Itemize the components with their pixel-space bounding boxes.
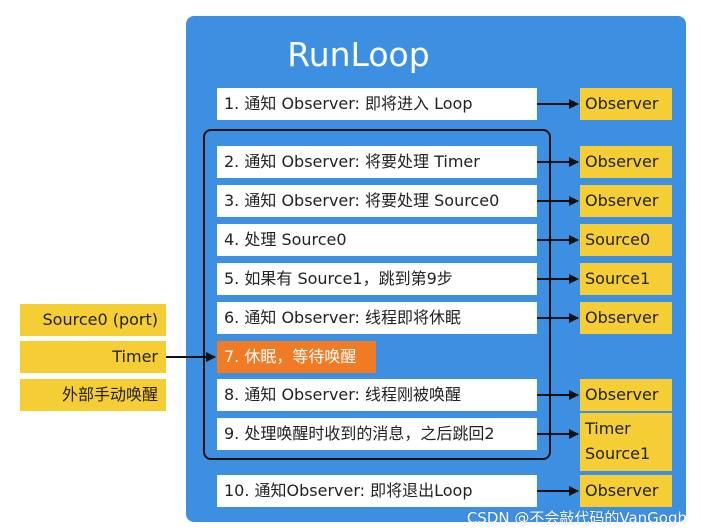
step-1-box: 1. 通知 Observer: 即将进入 Loop bbox=[217, 88, 537, 120]
step-8-box: 8. 通知 Observer: 线程刚被唤醒 bbox=[217, 379, 537, 411]
step-5-box: 5. 如果有 Source1，跳到第9步 bbox=[217, 263, 537, 295]
output-timer-source1: Timer Source1 bbox=[580, 413, 672, 471]
step-4-box: 4. 处理 Source0 bbox=[217, 224, 537, 256]
step-6-box: 6. 通知 Observer: 线程即将休眠 bbox=[217, 302, 537, 334]
output-source0: Source0 bbox=[580, 224, 672, 256]
diagram-title: RunLoop bbox=[287, 35, 430, 74]
wake-source-manual: 外部手动唤醒 bbox=[20, 379, 166, 411]
step-10-box: 10. 通知Observer: 即将退出Loop bbox=[217, 475, 537, 507]
loop-frame bbox=[203, 129, 551, 460]
step-2-box: 2. 通知 Observer: 将要处理 Timer bbox=[217, 146, 537, 178]
step-3-box: 3. 通知 Observer: 将要处理 Source0 bbox=[217, 185, 537, 217]
output-observer-2: Observer bbox=[580, 146, 672, 178]
output-observer-10: Observer bbox=[580, 475, 672, 507]
output-observer-8: Observer bbox=[580, 379, 672, 411]
step-7-sleep-box: 7. 休眠，等待唤醒 bbox=[217, 341, 376, 373]
output-timer-label: Timer bbox=[585, 419, 631, 438]
watermark: CSDN @不会敲代码的VanGogh bbox=[466, 509, 687, 527]
output-source1: Source1 bbox=[580, 263, 672, 295]
wake-source-port: Source0 (port) bbox=[20, 304, 166, 336]
output-observer-1: Observer bbox=[580, 88, 672, 120]
wake-source-timer: Timer bbox=[20, 341, 166, 373]
output-observer-3: Observer bbox=[580, 185, 672, 217]
step-9-box: 9. 处理唤醒时收到的消息，之后跳回2 bbox=[217, 418, 537, 450]
output-source1-label: Source1 bbox=[585, 444, 651, 463]
output-observer-6: Observer bbox=[580, 302, 672, 334]
